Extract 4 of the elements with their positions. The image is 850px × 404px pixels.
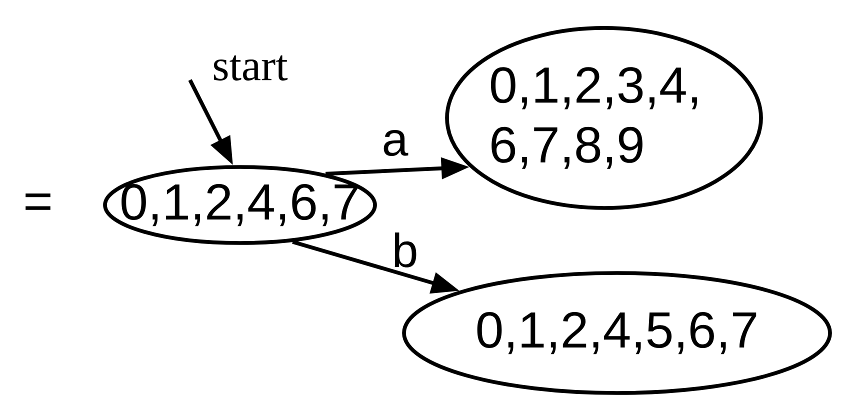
edge-label: a [384,130,408,156]
equals-sign: = [26,194,50,210]
edge-label: start [214,55,288,81]
edge-label: b [394,232,416,268]
